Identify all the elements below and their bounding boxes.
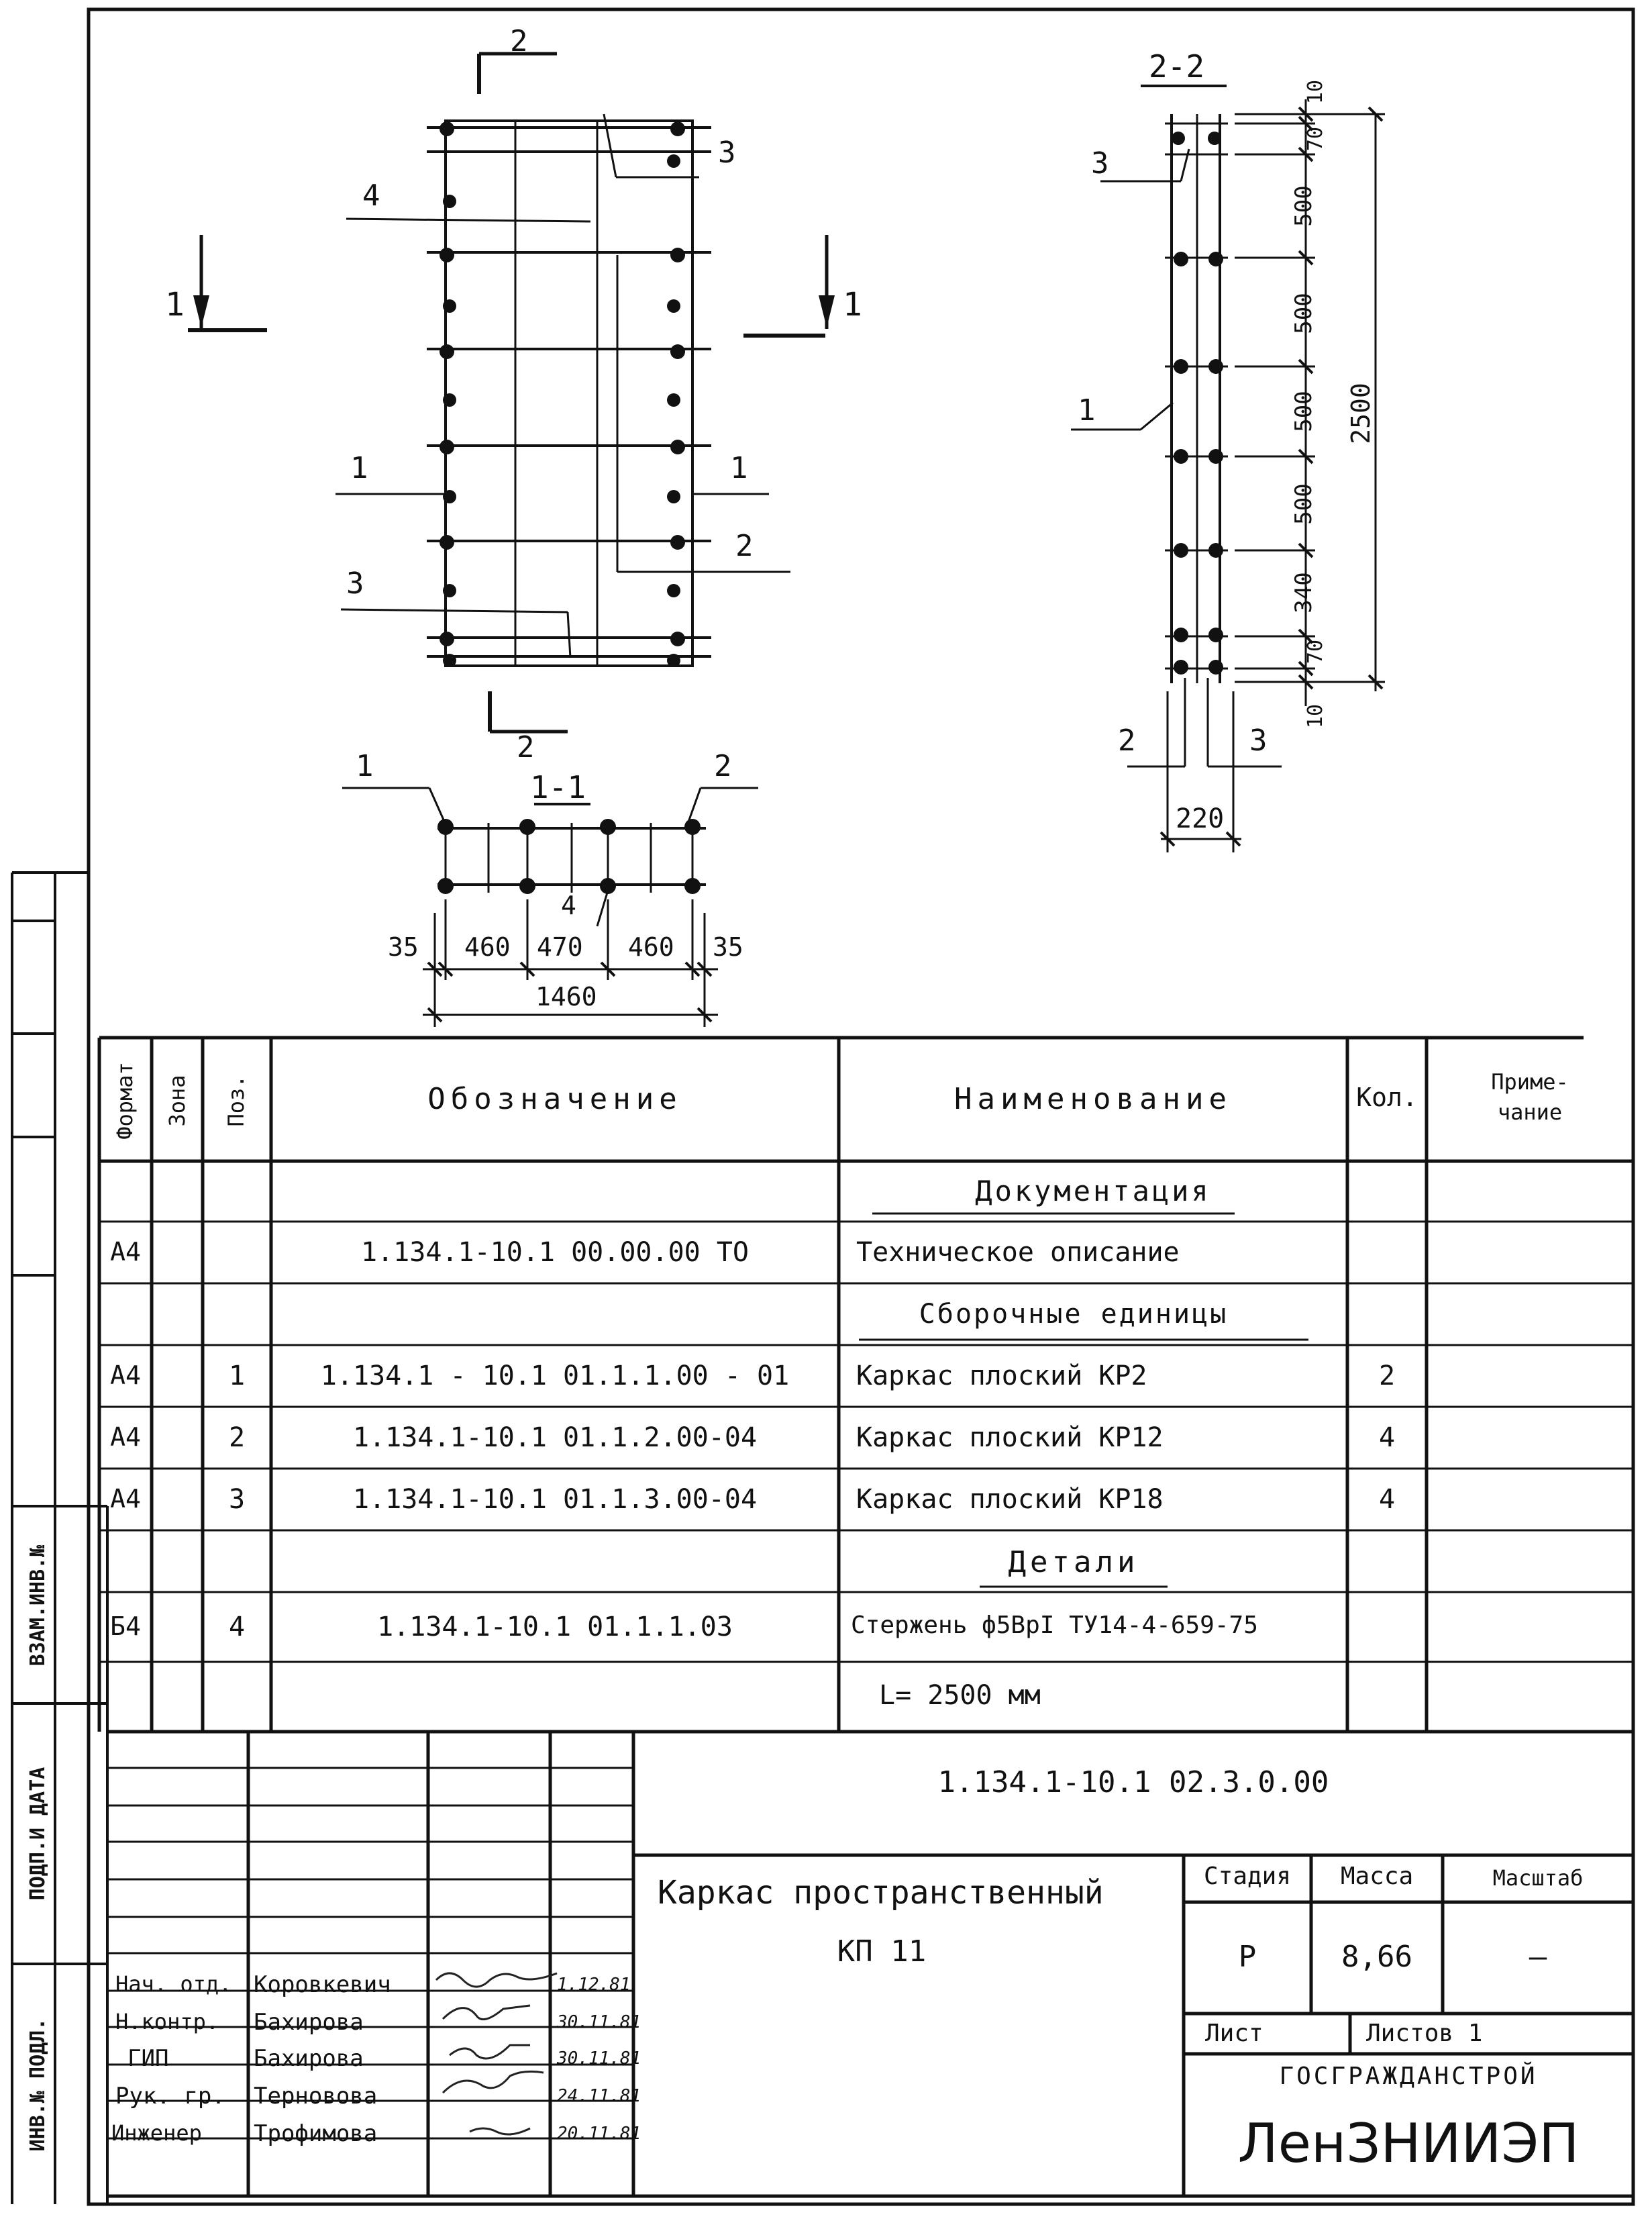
staff-name: Бахирова (254, 2009, 364, 2036)
staff-date: 30.11.81 (557, 2012, 641, 2032)
sheet-label: Лист (1205, 2020, 1263, 2047)
dim-11: 35 (713, 932, 743, 962)
s11-pos-label: 4 (561, 891, 576, 920)
spec-cell-designation: 1.134.1-10.1 01.1.1.03 (377, 1612, 733, 1642)
spec-cell-format: А4 (110, 1484, 141, 1514)
stage-value: Р (1238, 1940, 1257, 1974)
spec-cell-qty: 4 (1378, 1484, 1396, 1515)
dim-11-total: 1460 (535, 982, 597, 1011)
s11-pos-label: 2 (714, 749, 732, 783)
staff-role: Нач. отд. (115, 1971, 232, 1997)
spec-cell-format: А4 (110, 1360, 141, 1390)
section-mark-2-bottom: 2 (517, 730, 535, 764)
section-mark-1-left: 1 (165, 286, 185, 324)
scale-value: — (1529, 1940, 1547, 1974)
spec-section-heading: Сборочные единицы (919, 1299, 1229, 1330)
dim-22-width: 220 (1176, 803, 1225, 834)
dim-11: 460 (628, 932, 674, 962)
title-line-1: Каркас пространственный (658, 1874, 1104, 1912)
spec-cell-designation: 1.134.1-10.1 01.1.3.00-04 (352, 1484, 758, 1515)
spec-cell-name: Каркас плоский КР12 (856, 1422, 1164, 1453)
title-block-lines (107, 1730, 1633, 2198)
spec-cell-format: А4 (110, 1237, 141, 1267)
section-2-2-title: 2-2 (1149, 48, 1205, 85)
spec-cell-name: Каркас плоский КР2 (856, 1360, 1147, 1391)
spec-header-note: Приме- чание (1491, 1069, 1569, 1125)
section-mark-1-right: 1 (843, 286, 862, 324)
spec-header-name: Наименование (954, 1082, 1232, 1116)
plan-pos-label: 3 (346, 566, 364, 601)
org-line-1: ГОСГРАЖДАНСТРОЙ (1279, 2063, 1538, 2090)
plan-pos-label: 1 (730, 451, 748, 485)
spec-cell-pos: 2 (228, 1422, 246, 1453)
plan-pos-label: 2 (735, 529, 754, 563)
spec-cell-pos: 1 (228, 1360, 246, 1391)
section-mark-2-top: 2 (510, 24, 528, 58)
section-1-1-title: 1-1 (530, 769, 586, 805)
s11-pos-label: 1 (356, 749, 374, 783)
staff-date: 24.11.81 (557, 2086, 641, 2106)
staff-name: Терновова (254, 2083, 378, 2110)
spec-section-heading: Детали (1008, 1545, 1139, 1579)
s22-pos-label: 2 (1118, 724, 1136, 758)
signature-2 (442, 2004, 531, 2021)
org-line-2: ЛенЗНИИЭП (1237, 2112, 1580, 2175)
spec-cell-name: Стержень ф5ВрI ТУ14-4-659-75 (851, 1612, 1258, 1639)
spec-cell-name: L= 2500 мм (879, 1680, 1041, 1711)
staff-date: 1.12.81 (557, 1975, 631, 1995)
staff-role: Инженер (111, 2120, 202, 2146)
rebar-dots (193, 121, 1223, 894)
signature-1 (435, 1972, 558, 1988)
dim-11: 35 (388, 932, 419, 962)
spec-header-designation: Обозначение (427, 1082, 682, 1116)
staff-name: Трофимова (254, 2120, 378, 2147)
spec-cell-designation: 1.134.1-10.1 00.00.00 ТО (361, 1237, 749, 1268)
spec-cell-pos: 3 (228, 1484, 246, 1515)
sheets-label: Листов 1 (1366, 2020, 1483, 2047)
spec-cell-format: А4 (110, 1422, 141, 1452)
spec-cell-qty: 2 (1378, 1360, 1396, 1391)
spec-section-heading: Документация (975, 1175, 1211, 1207)
s22-pos-label: 3 (1249, 724, 1268, 758)
spec-cell-name: Каркас плоский КР18 (856, 1484, 1164, 1515)
mass-value: 8,66 (1341, 1940, 1412, 1974)
s22-pos-label: 1 (1078, 393, 1096, 428)
staff-date: 30.11.81 (557, 2048, 641, 2069)
dim-11: 460 (464, 932, 511, 962)
title-line-2: КП 11 (837, 1934, 927, 1969)
scale-label: Масштаб (1492, 1865, 1584, 1891)
spec-cell-name: Техническое описание (856, 1237, 1180, 1268)
staff-role: Рук. гр. (115, 2083, 225, 2110)
spec-cell-designation: 1.134.1 - 10.1 01.1.1.00 - 01 (320, 1360, 790, 1391)
drawing-frame (87, 7, 1635, 2206)
dim-11: 470 (537, 932, 583, 962)
signature-5 (469, 2127, 531, 2136)
spec-header-qty: Кол. (1356, 1083, 1418, 1112)
stage-label: Стадия (1203, 1863, 1292, 1890)
s22-pos-label: 3 (1091, 146, 1109, 181)
staff-date: 20.11.81 (557, 2124, 641, 2144)
doc-number: 1.134.1-10.1 02.3.0.00 (937, 1765, 1329, 1799)
spec-cell-designation: 1.134.1-10.1 01.1.2.00-04 (352, 1422, 758, 1453)
staff-role: Н.контр. (115, 2009, 219, 2034)
left-strip-lines (11, 871, 109, 2204)
signature-4 (442, 2070, 544, 2094)
spec-cell-pos: 4 (228, 1612, 246, 1642)
spec-table-lines (97, 1036, 1633, 1732)
staff-role: ГИП (127, 2045, 169, 2072)
staff-name: Бахирова (254, 2045, 364, 2072)
signature-3 (449, 2044, 530, 2060)
plan-pos-label: 3 (718, 136, 736, 170)
mass-label: Масса (1340, 1863, 1414, 1890)
spec-cell-qty: 4 (1378, 1422, 1396, 1453)
staff-name: Коровкевич (254, 1971, 391, 1998)
plan-pos-label: 1 (350, 451, 368, 485)
spec-cell-format: Б4 (110, 1612, 141, 1641)
plan-pos-label: 4 (362, 179, 380, 213)
